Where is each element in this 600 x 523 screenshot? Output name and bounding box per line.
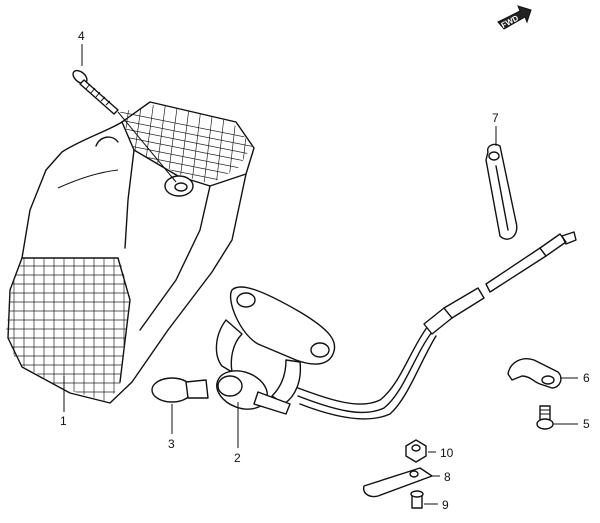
bracket-clip-part-7	[485, 143, 518, 240]
bulb-part	[151, 377, 209, 403]
callout-6: 6	[583, 371, 590, 385]
screw-guide-line	[117, 111, 177, 183]
callout-8: 8	[444, 470, 451, 484]
callout-2: 2	[234, 451, 241, 465]
bolt-part-5	[536, 405, 554, 430]
screw-part-9	[410, 490, 424, 509]
callout-5: 5	[583, 417, 590, 431]
lamp-socket-part	[215, 231, 577, 420]
plate-part-8	[363, 467, 433, 498]
callout-3: 3	[168, 437, 175, 451]
leader-lines	[63, 44, 578, 505]
callout-10: 10	[440, 446, 454, 460]
tail-lamp-lens-part	[6, 101, 255, 404]
clamp-part-6	[507, 358, 562, 389]
callout-7: 7	[492, 111, 499, 125]
callout-4: 4	[78, 29, 85, 43]
nut-part-10	[405, 439, 427, 463]
callout-1: 1	[60, 414, 67, 428]
screw-part-4	[72, 69, 119, 115]
fwd-arrow-icon: FWD	[497, 5, 532, 30]
callout-9: 9	[442, 498, 449, 512]
